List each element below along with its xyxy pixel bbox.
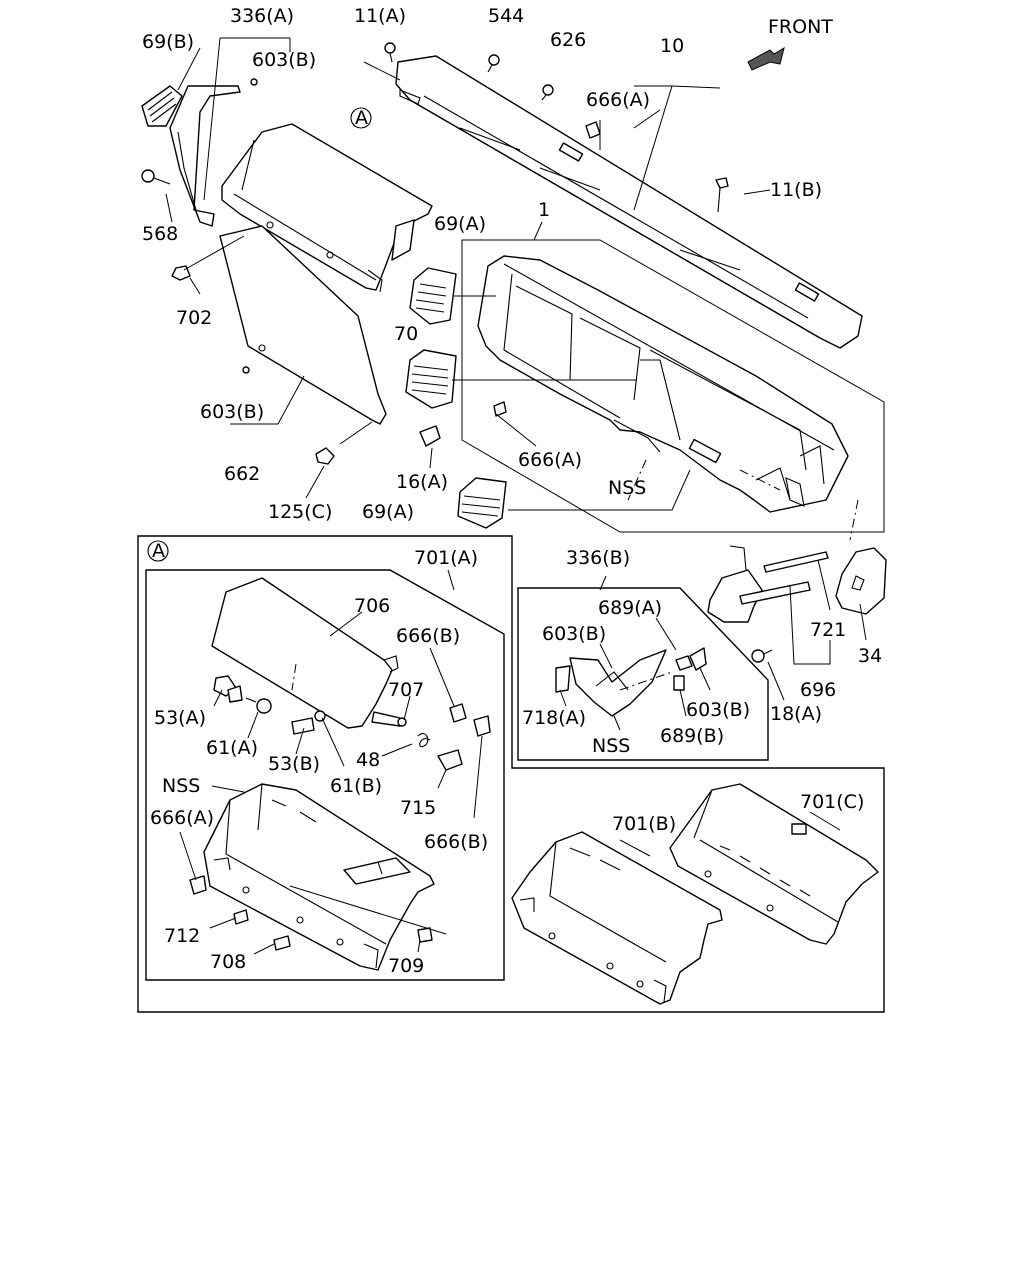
left-side-trim [169, 85, 241, 227]
callout-662: 662 [224, 463, 260, 485]
inset-frame [137, 535, 885, 1013]
callout-a-circle: A [355, 107, 368, 129]
callout-568: 568 [142, 223, 178, 245]
glovebox-body-701b [511, 831, 723, 1005]
callout-48: 48 [356, 749, 380, 771]
callout-18a: 18(A) [770, 703, 822, 725]
callout-689a: 689(A) [598, 597, 662, 619]
callout-61a: 61(A) [206, 737, 258, 759]
callout-336b: 336(B) [566, 547, 630, 569]
inset-a-box [145, 569, 505, 981]
vent-70 [405, 349, 457, 409]
callout-708: 708 [210, 951, 246, 973]
callout-labels: 336(A) 11(A) 544 626 10 69(B) 603(B) 666… [142, 5, 882, 977]
inset-a-fasteners [189, 675, 491, 951]
callout-715: 715 [400, 797, 436, 819]
front-arrow [747, 46, 785, 71]
callout-709: 709 [388, 955, 424, 977]
callout-11a: 11(A) [354, 5, 406, 27]
callout-666a-top: 666(A) [586, 89, 650, 111]
glovebox-lid-706 [211, 577, 399, 729]
circle-a-marker [350, 107, 372, 129]
callout-666b-2: 666(B) [424, 831, 488, 853]
callout-701c: 701(C) [800, 791, 864, 813]
inset-a-leaders [179, 569, 483, 955]
callout-706: 706 [354, 595, 390, 617]
lower-lid-662 [219, 225, 387, 425]
callout-53b: 53(B) [268, 753, 320, 775]
callout-336a: 336(A) [230, 5, 294, 27]
callout-69b: 69(B) [142, 31, 194, 53]
callout-nss-box: NSS [592, 735, 630, 757]
callout-53a: 53(A) [154, 707, 206, 729]
callout-125c: 125(C) [268, 501, 332, 523]
callout-626: 626 [550, 29, 586, 51]
callout-69a-mid: 69(A) [434, 213, 486, 235]
vent-69a-upper [409, 267, 457, 325]
callout-712: 712 [164, 925, 200, 947]
callout-61b: 61(B) [330, 775, 382, 797]
callout-696: 696 [800, 679, 836, 701]
callout-11b: 11(B) [770, 179, 822, 201]
glovebox-assembly [221, 123, 433, 293]
circle-a-inset-marker [147, 540, 169, 562]
callout-718a: 718(A) [522, 707, 586, 729]
callout-544: 544 [488, 5, 524, 27]
main-instrument-panel [477, 255, 849, 513]
vent-69a-lower [457, 477, 507, 529]
callout-nss-mid: NSS [608, 477, 646, 499]
callout-689b: 689(B) [660, 725, 724, 747]
callout-701b: 701(B) [612, 813, 676, 835]
callout-34: 34 [858, 645, 882, 667]
callout-603b-box: 603(B) [542, 623, 606, 645]
callout-666a-inset: 666(A) [150, 807, 214, 829]
callout-701a: 701(A) [414, 547, 478, 569]
callout-nss-inset: NSS [162, 775, 200, 797]
callout-16a: 16(A) [396, 471, 448, 493]
top-trim-panel [395, 55, 863, 349]
box-336b [517, 575, 769, 761]
callout-603b-box2: 603(B) [686, 699, 750, 721]
callout-721: 721 [810, 619, 846, 641]
callout-70: 70 [394, 323, 418, 345]
callout-10: 10 [660, 35, 684, 57]
callout-666b-1: 666(B) [396, 625, 460, 647]
glovebox-body-701c [669, 783, 879, 945]
callout-707: 707 [388, 679, 424, 701]
leaders-main [165, 37, 885, 541]
callout-69a-bot: 69(A) [362, 501, 414, 523]
callout-a-inset: A [152, 540, 165, 562]
callout-666a-mid: 666(A) [518, 449, 582, 471]
callout-702: 702 [176, 307, 212, 329]
callout-603b-top: 603(B) [252, 49, 316, 71]
callout-603b-left: 603(B) [200, 401, 264, 423]
callout-1: 1 [538, 199, 550, 221]
right-trim-parts [707, 545, 887, 701]
side-vent-69b [141, 85, 183, 127]
front-label: FRONT [768, 16, 833, 38]
glovebox-body-701a [203, 783, 435, 971]
